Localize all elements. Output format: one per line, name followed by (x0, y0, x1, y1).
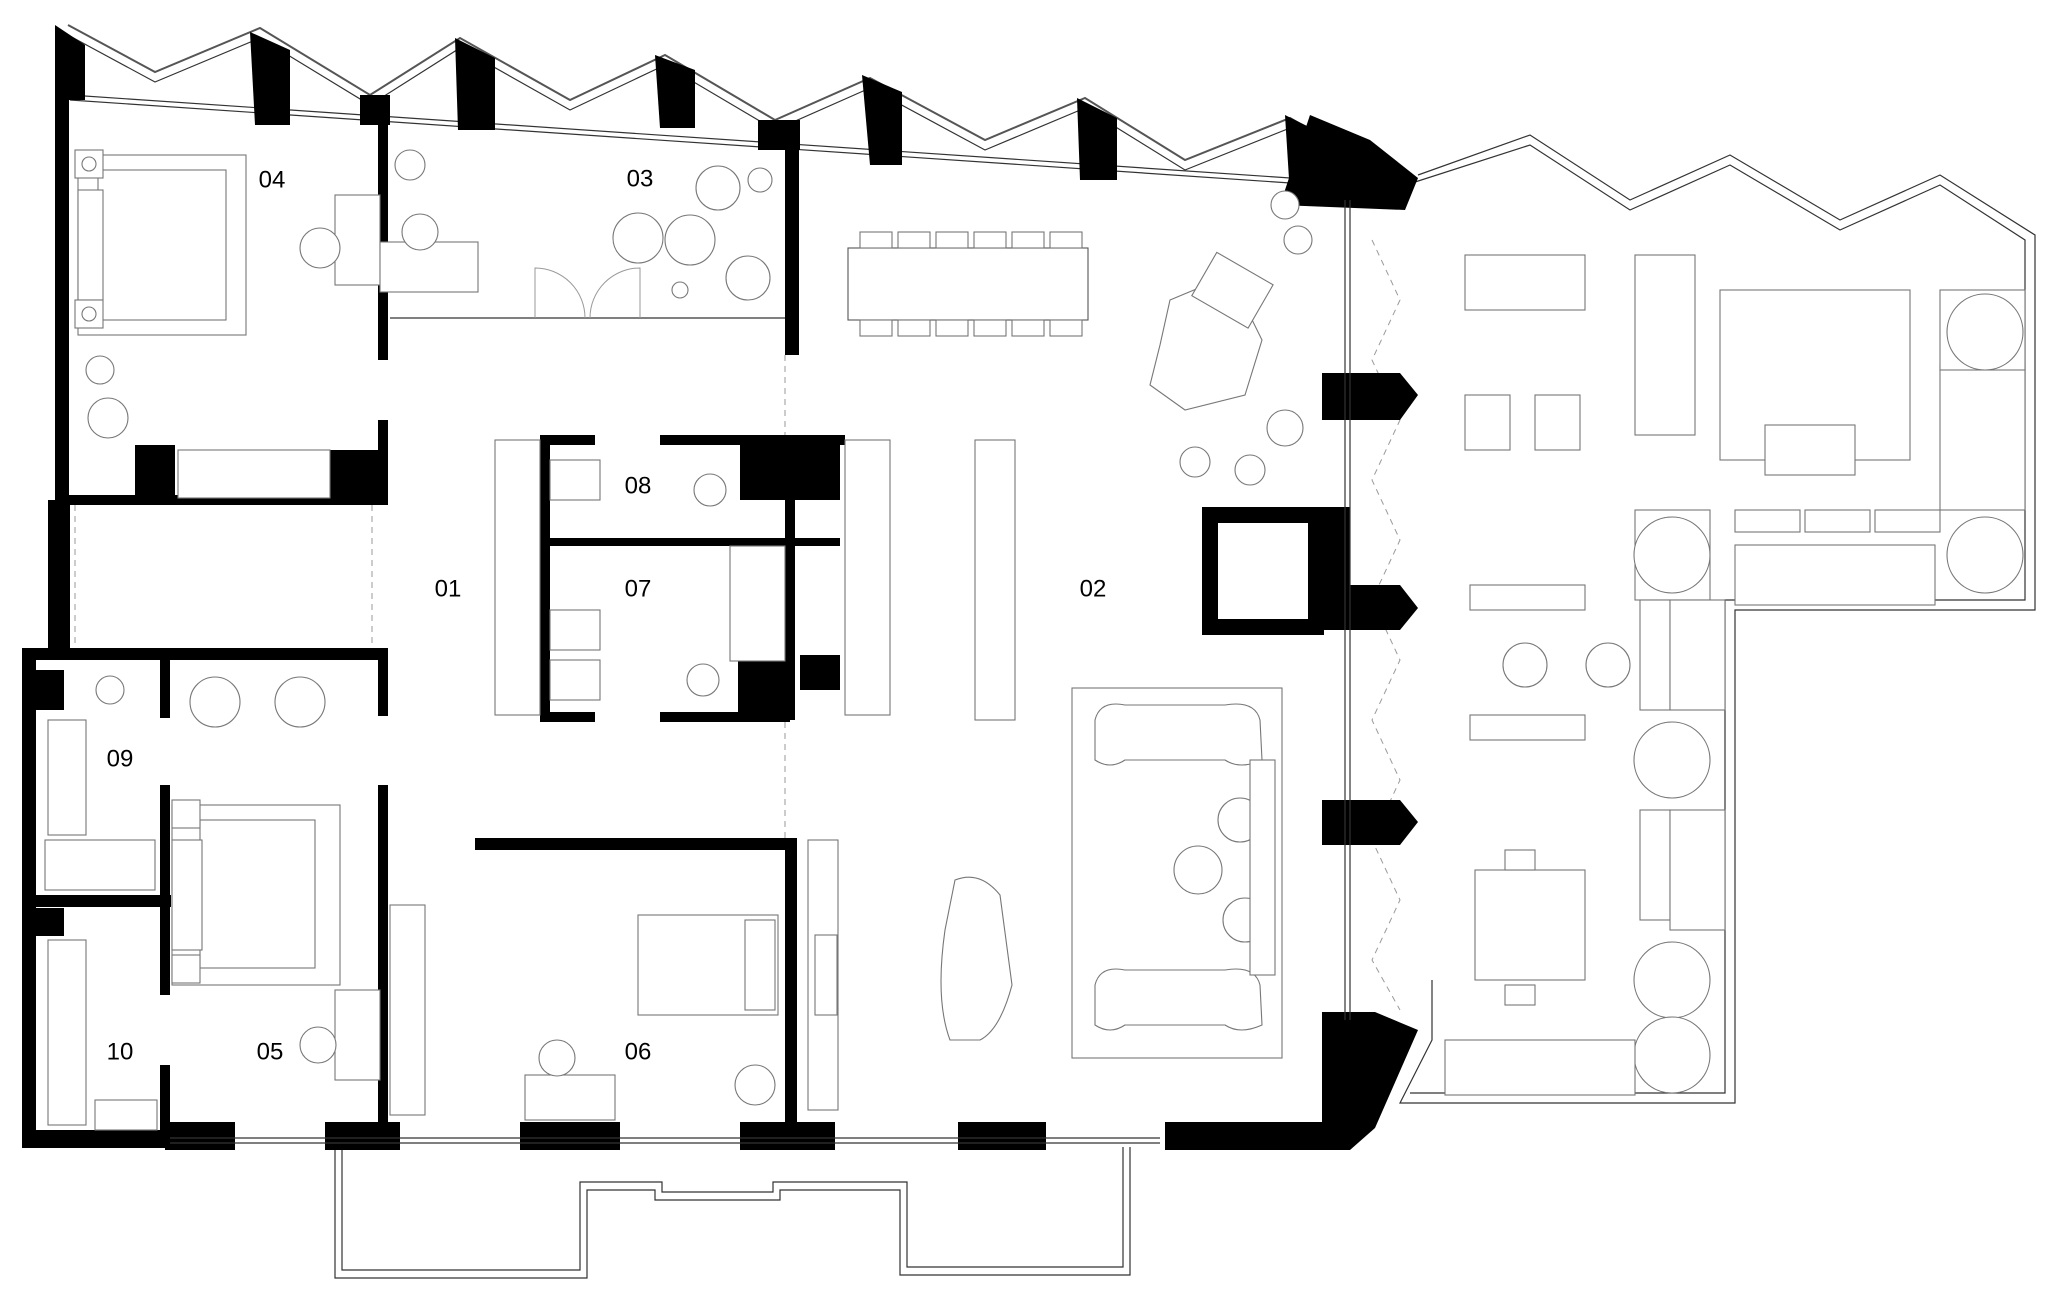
furniture-06 (389, 839, 839, 1121)
furniture-living (940, 687, 1283, 1059)
furniture-03 (390, 149, 785, 319)
furniture-04 (74, 149, 479, 499)
furniture-05 (44, 675, 381, 1131)
balcony-outline (334, 1147, 1131, 1279)
room-label-09: 09 (107, 745, 134, 772)
room-labels: 01 02 03 04 05 06 07 08 09 10 (107, 165, 1107, 1065)
furniture-dining (847, 190, 1313, 486)
furniture-core (494, 439, 1016, 721)
room-label-01: 01 (435, 575, 462, 602)
walls (22, 25, 1418, 1150)
furniture-terrace (1444, 254, 2026, 1096)
room-label-06: 06 (625, 1038, 652, 1065)
room-label-02: 02 (1080, 575, 1107, 602)
room-label-07: 07 (625, 575, 652, 602)
partitions (74, 200, 1351, 1144)
room-label-10: 10 (107, 1038, 134, 1065)
room-label-03: 03 (627, 165, 654, 192)
room-label-05: 05 (257, 1038, 284, 1065)
room-label-04: 04 (259, 166, 286, 193)
room-label-08: 08 (625, 472, 652, 499)
